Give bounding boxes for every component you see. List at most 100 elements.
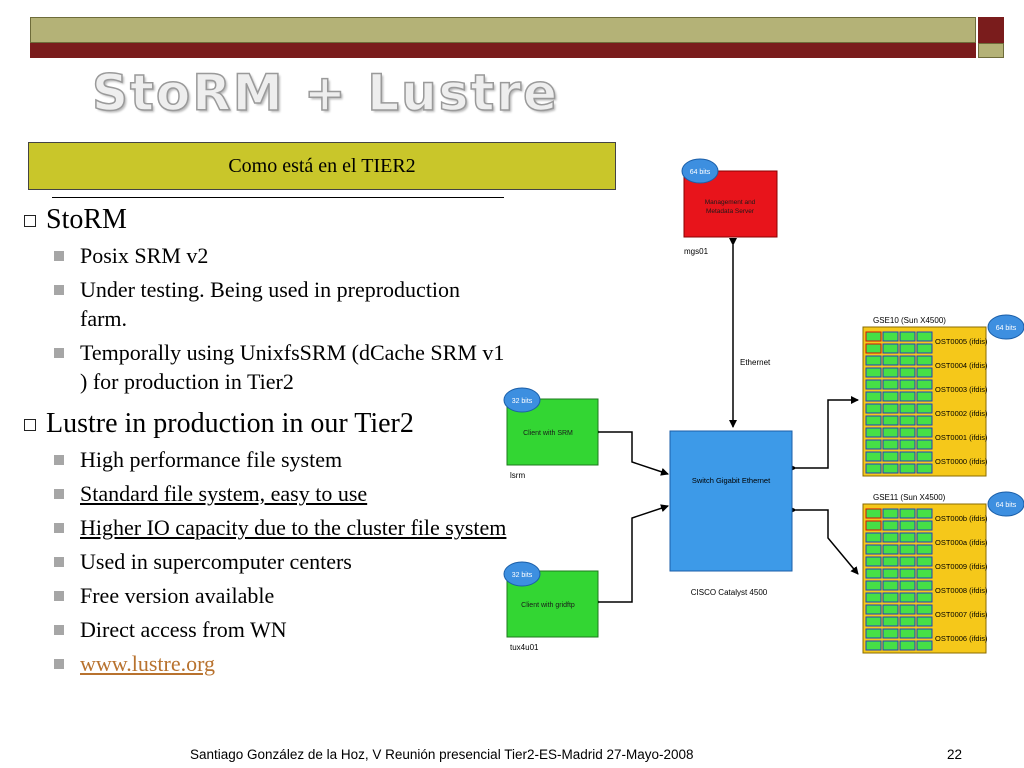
disk-slot [899,508,916,519]
corner-olive-square [978,43,1004,58]
disk-slot [865,451,882,462]
disk-slot [882,391,899,402]
disk-slot [882,451,899,462]
disk-slot [916,580,933,591]
gridftp-client-node: Client with gridftp tux4u01 32 bits [503,561,599,652]
sub-bullet-text: Free version available [80,583,275,608]
hollow-square-bullet-icon [24,215,36,227]
disk-slot [882,415,899,426]
disk-slot [865,604,882,615]
disk-slot [916,508,933,519]
square-bullet-icon [54,489,64,499]
sub-bullet: Direct access from WN [22,615,512,644]
srm-link-line [593,428,669,476]
disk-slot [865,355,882,366]
disk-slot [899,640,916,651]
sub-bullet: Free version available [22,581,512,610]
disk-slot [865,427,882,438]
bullet-lustre: Lustre in production in our Tier2 [22,408,512,440]
disk-slot [882,379,899,390]
disk-slot [865,463,882,474]
mgs-host: mgs01 [684,247,709,256]
gridftp-label: Client with gridftp [521,602,575,609]
disk-slot [899,604,916,615]
lustre-website-link[interactable]: www.lustre.org [80,651,216,676]
disk-slot [865,556,882,567]
sub-bullet: www.lustre.org [22,649,512,678]
gse11-badge: 64 bits [996,502,1017,509]
disk-slot [916,451,933,462]
disk-slot [899,556,916,567]
disk-slot [916,331,933,342]
banner-maroon-strip [30,43,976,58]
page-number: 22 [947,747,963,762]
sub-bullet: High performance file system [22,445,512,474]
disk-slot [882,628,899,639]
disk-slot [882,580,899,591]
gse10-title: GSE10 (Sun X4500) [873,316,946,325]
disk-slot [882,544,899,555]
disk-slot [899,568,916,579]
disk-slot [899,343,916,354]
disk-slot [882,532,899,543]
disk-slot [899,463,916,474]
disk-slot [865,568,882,579]
disk-slot [899,616,916,627]
gse11-link-line [789,506,859,575]
disk-slot [916,640,933,651]
square-bullet-icon [54,591,64,601]
sub-bullet: Under testing. Being used in preproducti… [22,275,512,333]
slide-title: StoRM + Lustre [91,63,559,123]
sub-bullet-text: Temporally using UnixfsSRM (dCache SRM v… [80,340,505,394]
disk-slot [882,520,899,531]
subtitle-underline [52,197,504,198]
gse10-disk-grid [865,331,933,474]
switch-label: Switch Gigabit Ethernet [692,476,771,485]
ost-label: OST000b (ifdis) [935,514,988,523]
square-bullet-icon [54,557,64,567]
disk-slot [882,403,899,414]
disk-slot [865,391,882,402]
disk-slot [916,355,933,366]
square-bullet-icon [54,455,64,465]
disk-slot [899,628,916,639]
disk-slot [882,616,899,627]
gse11-disk-grid [865,508,933,651]
sub-bullet: Temporally using UnixfsSRM (dCache SRM v… [22,338,512,396]
gse11-storage-node: GSE11 (Sun X4500) OST000b (ifdis) OST000… [862,491,1024,654]
disk-slot [882,331,899,342]
gridftp-host: tux4u01 [510,643,539,652]
disk-slot [899,520,916,531]
disk-slot [865,628,882,639]
disk-slot [899,451,916,462]
sub-bullet-text: Standard file system, easy to use [80,481,368,506]
subtitle-box: Como está en el TIER2 [28,142,616,190]
disk-slot [882,355,899,366]
disk-slot [865,544,882,555]
disk-slot [899,391,916,402]
disk-slot [882,556,899,567]
ost-label: OST0000 (ifdis) [935,457,988,466]
ost-label: OST0006 (ifdis) [935,634,988,643]
square-bullet-icon [54,625,64,635]
disk-slot [882,463,899,474]
sub-bullet-text: Used in supercomputer centers [80,549,352,574]
corner-maroon-square [978,17,1004,43]
disk-slot [865,616,882,627]
disk-slot [865,379,882,390]
disk-slot [865,592,882,603]
disk-slot [916,556,933,567]
sub-bullet: Posix SRM v2 [22,241,512,270]
disk-slot [916,415,933,426]
top-banner [30,17,976,58]
square-bullet-icon [54,251,64,261]
banner-olive-strip [30,17,976,43]
disk-slot [916,604,933,615]
ost-label: OST0005 (ifdis) [935,337,988,346]
gse10-badge: 64 bits [996,325,1017,332]
switch-node: Switch Gigabit Ethernet CISCO Catalyst 4… [669,430,793,597]
disk-slot [899,403,916,414]
disk-slot [882,604,899,615]
